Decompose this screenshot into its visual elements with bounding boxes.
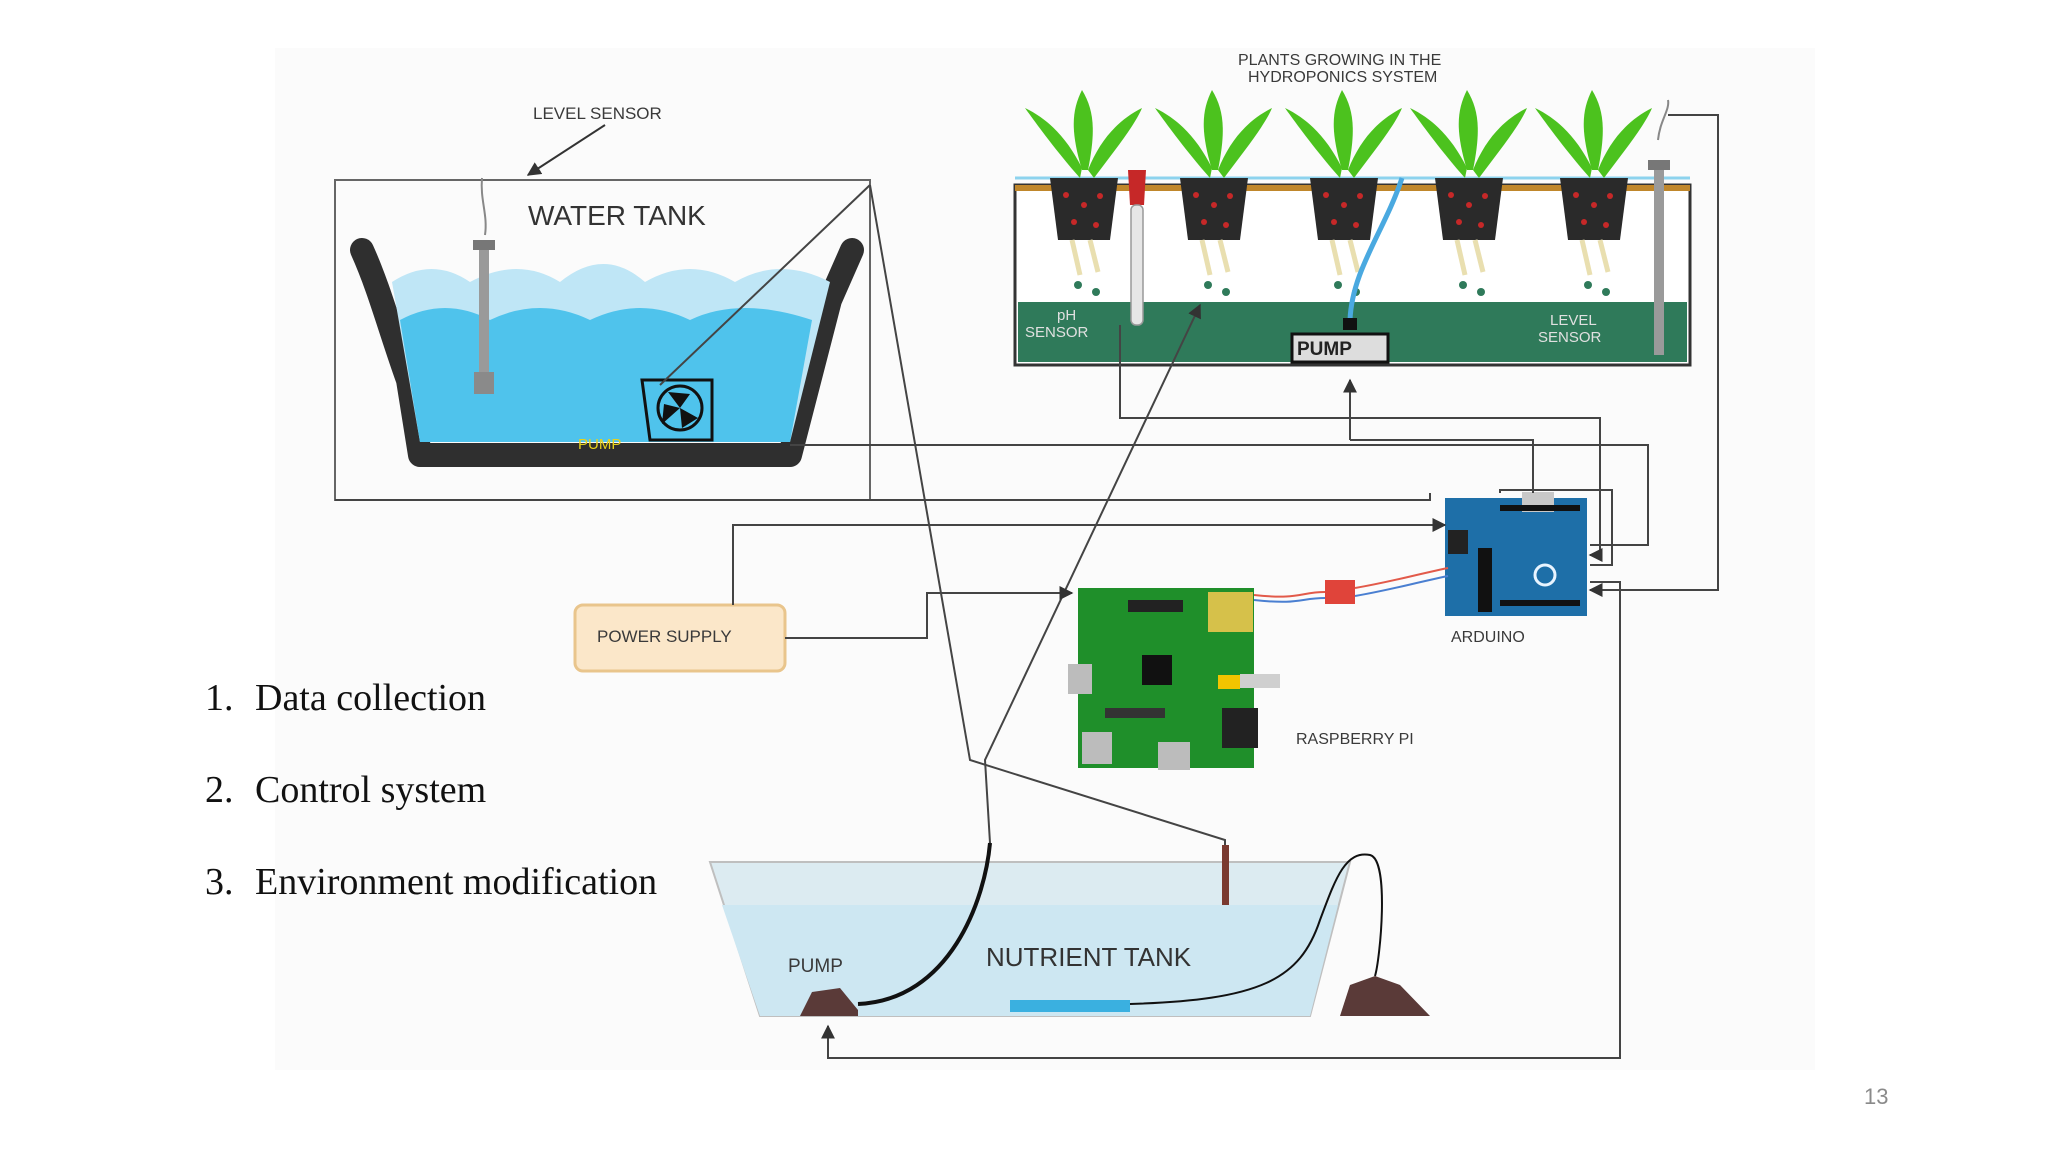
numbered-list: 1. Data collection 2. Control system 3. Env…: [205, 670, 657, 946]
pi-arduino-connector: [1253, 567, 1449, 604]
arduino: ARDUINO: [1445, 492, 1587, 646]
raspberry-pi-label: RASPBERRY PI: [1296, 731, 1414, 748]
hydro-pump-label: PUMP: [1297, 339, 1352, 360]
ph-sensor-probe: [1128, 170, 1146, 326]
air-stone: [1010, 1000, 1130, 1012]
level-sensor-probe-right: [1648, 99, 1670, 355]
power-supply-label: POWER SUPPLY: [597, 627, 732, 646]
plant-4: [1410, 90, 1527, 296]
plant-5: [1535, 90, 1652, 296]
nutrient-pump-body: [800, 988, 858, 1016]
plants-title-line2: HYDROPONICS SYSTEM: [1248, 69, 1437, 86]
line-ph-to-arduino: [1119, 325, 1603, 562]
line-arduino-inner: [1499, 489, 1613, 566]
level-sensor-label: LEVEL SENSOR: [533, 104, 662, 123]
nutrient-pump-label: PUMP: [788, 956, 843, 977]
list-number: 1.: [205, 677, 234, 719]
nutrient-solution: [722, 905, 1338, 1016]
connection-lines: [335, 114, 1719, 1059]
water-tank-label: WATER TANK: [528, 200, 706, 231]
line-power-to-pi: [785, 586, 1074, 639]
level-sensor-probe-left: [473, 177, 495, 394]
nutrient-sensor-base: [1340, 976, 1430, 1016]
water-tank-pump-icon: [640, 378, 714, 442]
list-text: Data collection: [255, 677, 487, 719]
line-arduino-to-nutrient-pump: [821, 581, 1621, 1059]
level-sensor-right-line1: LEVEL: [1550, 312, 1597, 329]
plants-title-line1: PLANTS GROWING IN THE: [1238, 52, 1441, 69]
water-tank-wall: [350, 238, 864, 467]
list-item: 1. Data collection: [205, 670, 657, 762]
hydro-pump-box: [1290, 332, 1390, 364]
list-text: Environment modification: [255, 861, 658, 903]
list-item: 3. Environment modification: [205, 854, 657, 946]
nutrient-tank: NUTRIENT TANK PUMP: [708, 842, 1430, 1017]
line-water-pump-to-arduino: [790, 444, 1649, 546]
nutrient-tank-label: NUTRIENT TANK: [986, 942, 1192, 972]
list-number: 2.: [205, 769, 234, 811]
page-number: 13: [1864, 1084, 1889, 1109]
nutrient-probe: [1222, 845, 1229, 905]
raspberry-pi: RASPBERRY PI: [1068, 588, 1414, 770]
level-sensor-arrow: [526, 124, 606, 176]
ph-sensor-label-line1: pH: [1057, 307, 1076, 324]
hydro-pump-nozzle: [1343, 318, 1357, 330]
line-power-to-arduino: [732, 518, 1447, 605]
power-supply: POWER SUPPLY: [573, 603, 787, 673]
list-item: 2. Control system: [205, 762, 657, 854]
hydro-pump-tube: [1347, 177, 1405, 321]
list-text: Control system: [255, 769, 487, 811]
water-body: [400, 308, 812, 442]
line-frame-to-water-pump: [659, 184, 871, 386]
hydroponics-system: PLANTS GROWING IN THE HYDROPONICS SYSTEM…: [1013, 52, 1692, 367]
nutrient-pump-hose: [857, 842, 992, 1006]
water-tank-pump-label: PUMP: [578, 436, 621, 453]
plant-1: [1025, 90, 1142, 296]
line-level-sensor-to-arduino: [1588, 114, 1719, 597]
line-nutrient-to-hydro: [983, 303, 1201, 844]
arduino-board: [1445, 498, 1587, 616]
air-line: [1129, 853, 1383, 1005]
plant-3: [1285, 90, 1402, 296]
arduino-label: ARDUINO: [1451, 629, 1525, 646]
water-tank: LEVEL SENSOR WATER TANK PUMP: [334, 104, 871, 501]
plant-2: [1155, 90, 1272, 296]
line-water-tank-to-arduino: [335, 493, 1431, 501]
level-sensor-right-line2: SENSOR: [1538, 329, 1602, 346]
list-number: 3.: [205, 861, 234, 903]
line-water-probe-to-nutrient: [869, 184, 1226, 845]
ph-sensor-label-line2: SENSOR: [1025, 324, 1089, 341]
